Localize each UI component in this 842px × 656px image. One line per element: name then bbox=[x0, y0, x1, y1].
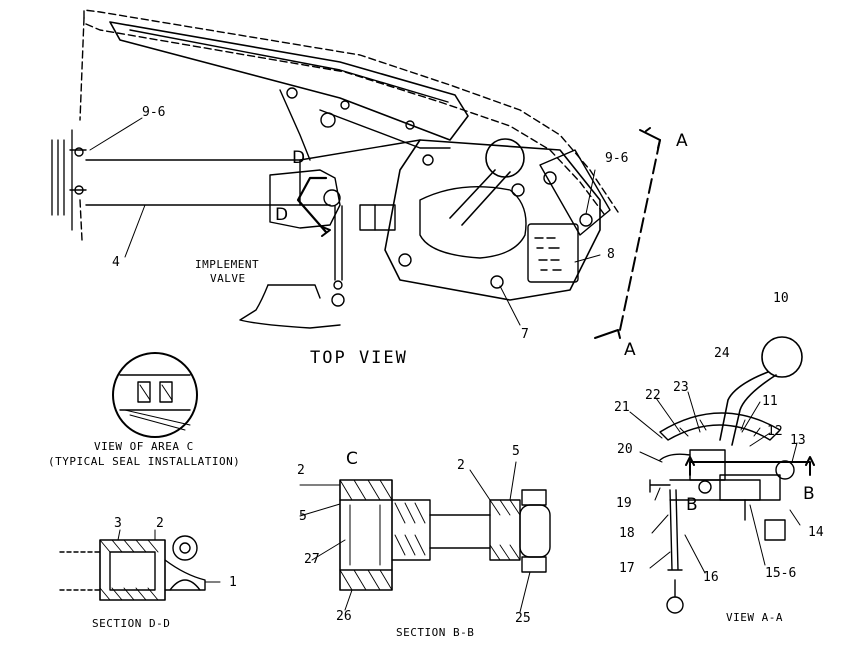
callout-aa-14: 14 bbox=[808, 525, 824, 540]
lever-knob-aa bbox=[761, 336, 803, 378]
callout-bb-2-left: 2 bbox=[297, 463, 305, 478]
bb-shaft bbox=[429, 514, 491, 549]
callout-aa-22: 22 bbox=[645, 388, 661, 403]
callout-bb-27: 27 bbox=[304, 552, 320, 567]
callout-7: 7 bbox=[521, 327, 529, 342]
callout-aa-12: 12 bbox=[767, 424, 783, 439]
plate-slot bbox=[419, 186, 527, 259]
console-rail bbox=[109, 21, 469, 141]
callout-dd-3: 3 bbox=[114, 516, 122, 531]
marker-c: C bbox=[346, 449, 358, 469]
mounting-plate bbox=[384, 139, 601, 301]
callout-aa-17: 17 bbox=[619, 561, 635, 576]
callout-aa-13: 13 bbox=[790, 433, 806, 448]
bb-bearing bbox=[519, 504, 551, 558]
implement-valve-label-2: VALVE bbox=[210, 272, 246, 285]
dd-sleeve bbox=[99, 539, 166, 601]
callout-bb-2-right: 2 bbox=[457, 458, 465, 473]
callout-bb-26: 26 bbox=[336, 609, 352, 624]
callout-aa-11: 11 bbox=[762, 394, 778, 409]
callout-bb-5-right: 5 bbox=[512, 444, 520, 459]
callout-aa-19: 19 bbox=[616, 496, 632, 511]
marker-d-upper: D bbox=[292, 148, 306, 168]
linkage-rod-4 bbox=[85, 159, 301, 206]
cab-wall bbox=[51, 129, 73, 231]
callout-dd-2: 2 bbox=[156, 516, 164, 531]
aa-linkage bbox=[667, 489, 683, 571]
lever-shaft-aa bbox=[719, 371, 777, 446]
marker-b-right: B bbox=[803, 484, 815, 504]
callout-aa-23: 23 bbox=[673, 380, 689, 395]
callout-9-6-left: 9-6 bbox=[142, 105, 166, 120]
bb-left-block bbox=[339, 479, 393, 591]
callout-bb-25: 25 bbox=[515, 611, 531, 626]
callout-aa-15-6: 15-6 bbox=[765, 566, 797, 581]
view-aa-drawing bbox=[629, 336, 815, 614]
area-c-circle bbox=[112, 352, 198, 438]
area-c-subtitle: (TYPICAL SEAL INSTALLATION) bbox=[48, 455, 241, 468]
marker-a-upper: A bbox=[676, 131, 688, 151]
view-aa-title: VIEW A-A bbox=[726, 611, 783, 624]
section-bb-title: SECTION B-B bbox=[396, 626, 475, 639]
callout-dd-1: 1 bbox=[229, 575, 237, 590]
callout-aa-21: 21 bbox=[614, 400, 630, 415]
bb-cutline bbox=[689, 461, 811, 476]
fender-inner-outline bbox=[85, 23, 605, 215]
section-dd-title: SECTION D-D bbox=[92, 617, 171, 630]
marker-a-lower: A bbox=[624, 340, 636, 360]
callout-aa-24: 24 bbox=[714, 346, 730, 361]
section-dd-drawing bbox=[59, 529, 221, 601]
view-a-cutline bbox=[619, 139, 661, 331]
area-c-detail bbox=[112, 352, 198, 438]
callout-bb-5-left: 5 bbox=[299, 509, 307, 524]
dd-clevis bbox=[172, 535, 198, 561]
callout-aa-10: 10 bbox=[773, 291, 789, 306]
callout-8: 8 bbox=[607, 247, 615, 262]
top-view-drawing bbox=[51, 9, 661, 339]
callout-9-6-right: 9-6 bbox=[605, 151, 629, 166]
callout-aa-16: 16 bbox=[703, 570, 719, 585]
area-c-title: VIEW OF AREA C bbox=[94, 440, 194, 453]
lever-knob-top bbox=[485, 138, 525, 178]
callout-aa-18: 18 bbox=[619, 526, 635, 541]
implement-valve bbox=[239, 284, 341, 329]
decal-plate bbox=[527, 223, 579, 283]
quadrant-arc bbox=[659, 412, 781, 441]
callout-4: 4 bbox=[112, 255, 120, 270]
section-bb-drawing bbox=[299, 461, 551, 613]
marker-d-lower: D bbox=[275, 205, 289, 225]
marker-b-left: B bbox=[686, 495, 698, 515]
callout-aa-20: 20 bbox=[617, 442, 633, 457]
top-view-title: TOP VIEW bbox=[310, 348, 408, 368]
implement-valve-label-1: IMPLEMENT bbox=[195, 258, 260, 271]
